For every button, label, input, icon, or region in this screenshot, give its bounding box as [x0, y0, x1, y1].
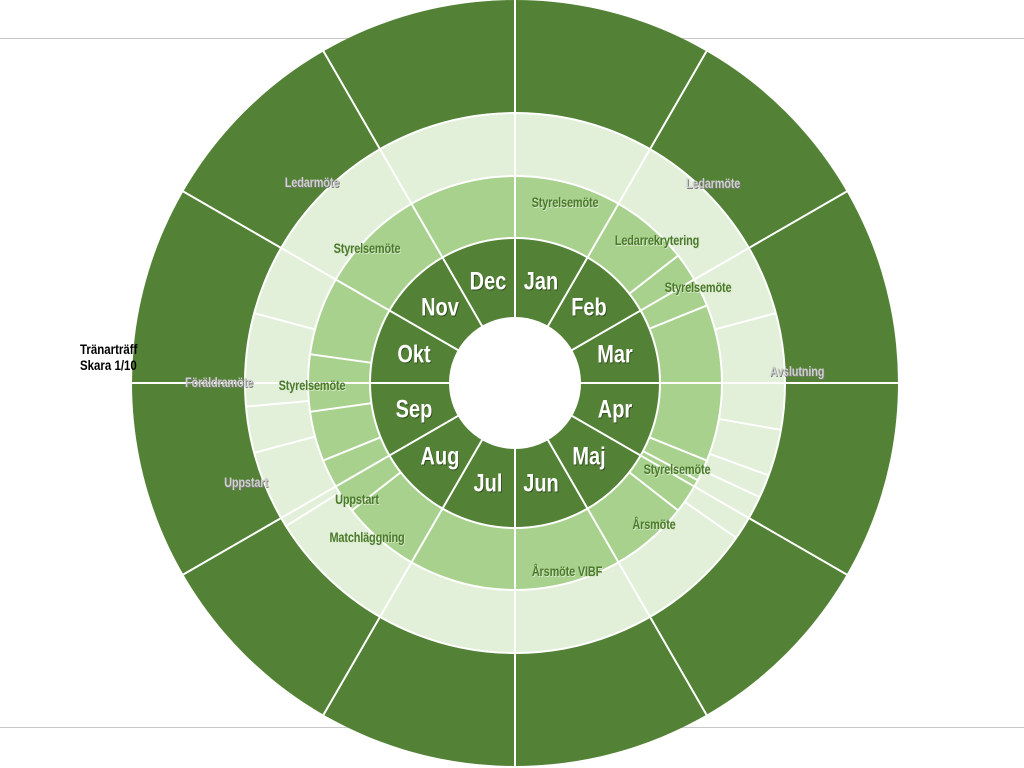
- segment-divider: [322, 438, 484, 716]
- segment-divider: [570, 414, 848, 576]
- month-jun: Jun: [523, 469, 559, 498]
- segment-divider: [285, 491, 340, 527]
- segment-divider: [546, 438, 708, 716]
- segment-divider: [351, 471, 402, 512]
- segment-divider: [245, 400, 309, 408]
- note-trainer-meeting: Tränarträff Skara 1/10: [80, 341, 137, 373]
- month-okt: Okt: [397, 340, 431, 369]
- segment-divider: [709, 452, 770, 477]
- note-line: Skara 1/10: [80, 357, 137, 373]
- month-sep: Sep: [395, 395, 433, 424]
- segment-divider: [182, 190, 460, 352]
- event-label: Styrelsemöte: [333, 240, 401, 256]
- month-nov: Nov: [421, 293, 459, 322]
- note-line: Tränarträff: [80, 341, 138, 357]
- segment-divider: [693, 247, 750, 281]
- month-mar: Mar: [597, 340, 633, 369]
- month-apr: Apr: [597, 395, 633, 424]
- segment-divider: [309, 353, 372, 364]
- event-label: Styrelsemöte: [531, 194, 599, 210]
- month-jan: Jan: [523, 267, 559, 296]
- segment-divider: [702, 469, 761, 499]
- segment-divider: [322, 436, 381, 462]
- event-label: Avslutning: [769, 363, 825, 379]
- segment-divider: [253, 312, 316, 331]
- event-label: Uppstart: [335, 491, 379, 507]
- segment-divider: [309, 402, 372, 413]
- month-maj: Maj: [572, 442, 606, 471]
- segment-divider: [253, 435, 316, 454]
- segment-divider: [182, 414, 460, 576]
- center-hole: [449, 317, 581, 449]
- event-label: Styrelsemöte: [664, 279, 732, 295]
- event-label: Årsmöte VIBF: [531, 563, 603, 579]
- event-label: Matchläggning: [329, 529, 405, 545]
- event-label: Uppstart: [224, 474, 268, 490]
- segment-divider: [642, 450, 699, 482]
- month-feb: Feb: [571, 293, 607, 322]
- event-label: Ledarrekrytering: [614, 232, 700, 248]
- segment-divider: [322, 50, 484, 328]
- event-label: Årsmöte: [632, 516, 676, 532]
- event-label: Styrelsemöte: [643, 461, 711, 477]
- segment-divider: [718, 417, 782, 431]
- segment-divider: [649, 436, 708, 462]
- event-label: Föräldramöte: [185, 374, 253, 390]
- event-label: Styrelsemöte: [278, 377, 346, 393]
- segment-divider: [628, 254, 679, 295]
- event-label: Ledarmöte: [284, 174, 340, 190]
- segment-divider: [649, 304, 708, 330]
- segment-divider: [546, 50, 708, 328]
- month-aug: Aug: [420, 442, 460, 471]
- segment-divider: [628, 471, 679, 512]
- month-dec: Dec: [469, 267, 507, 296]
- segment-divider: [714, 312, 777, 331]
- event-label: Ledarmöte: [685, 175, 741, 191]
- month-jul: Jul: [473, 469, 503, 498]
- segment-divider: [683, 500, 737, 539]
